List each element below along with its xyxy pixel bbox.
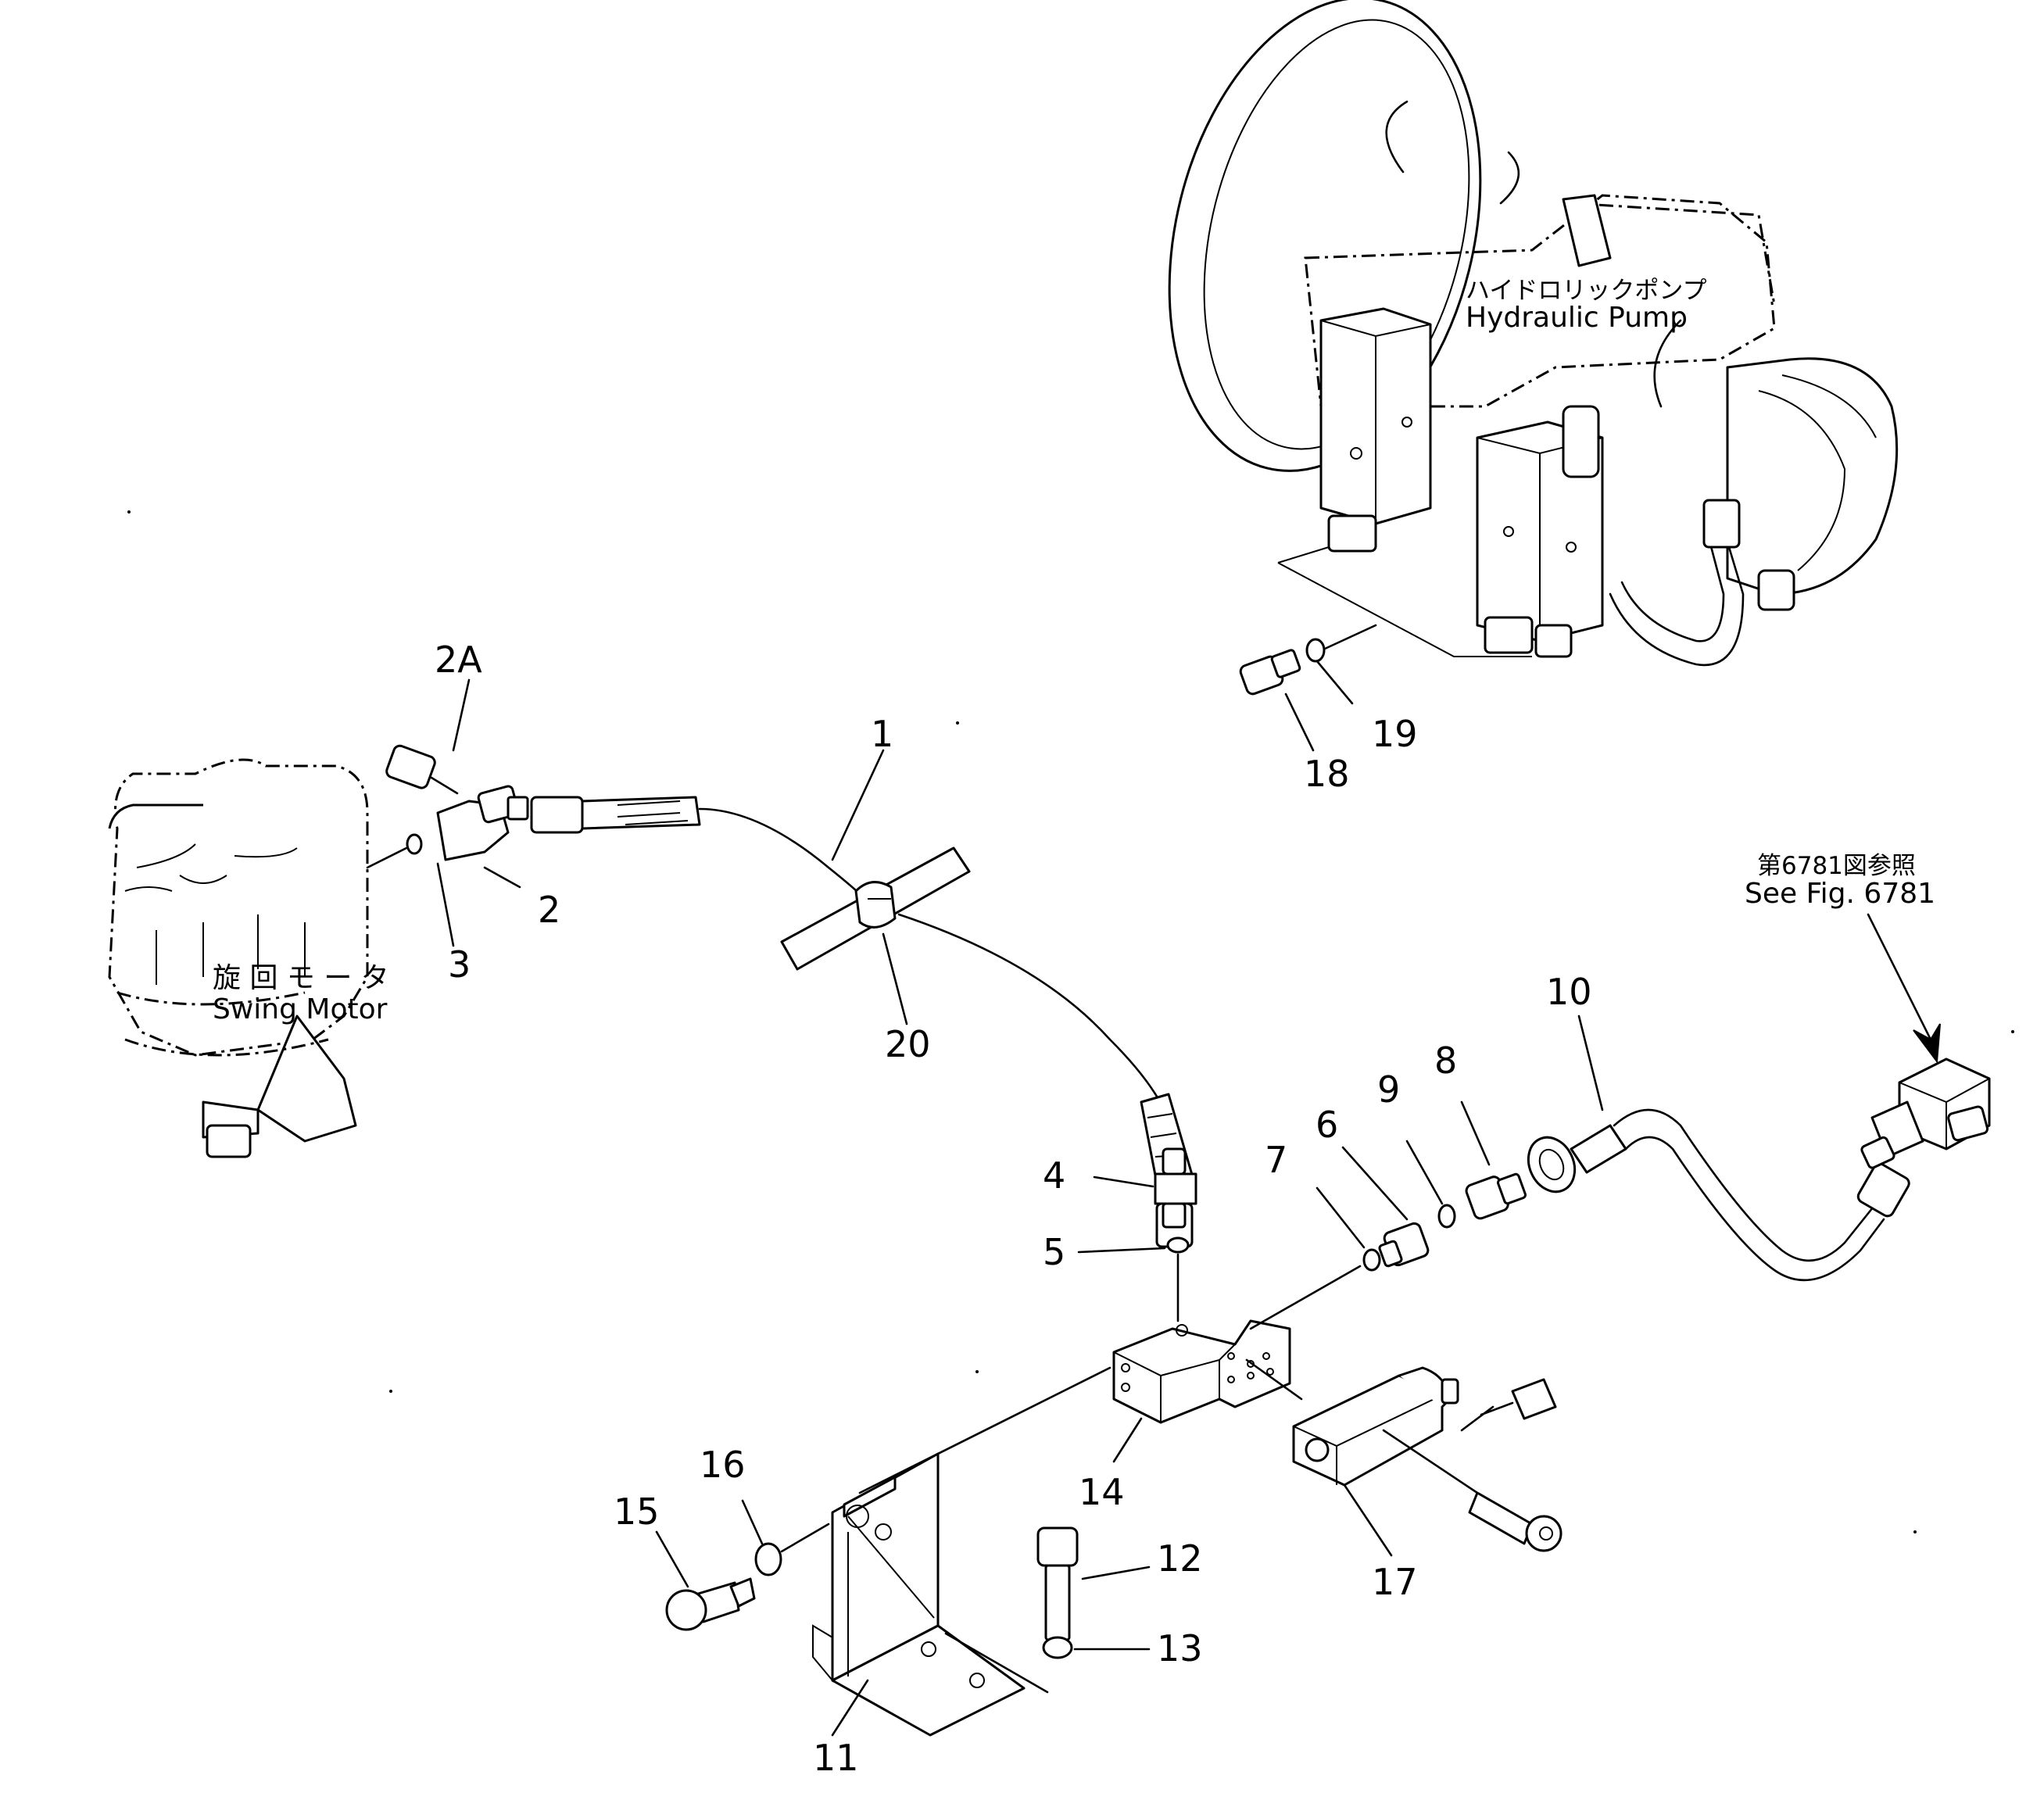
hydraulic-pump-drawing	[1168, 0, 1899, 667]
callout-19: 19	[1372, 713, 1418, 755]
callout-4: 4	[1043, 1154, 1065, 1197]
reference-label-en: See Fig. 6781	[1745, 878, 1935, 910]
swing-motor-drawing	[108, 758, 369, 1158]
hose-10-drawing	[1527, 1108, 1910, 1282]
callout-1: 1	[871, 713, 893, 755]
nipple-2a-drawing	[385, 744, 459, 795]
callout-9: 9	[1377, 1068, 1400, 1111]
o-ring-9	[1437, 1204, 1456, 1229]
callout-13: 13	[1157, 1627, 1203, 1669]
callout-18: 18	[1304, 753, 1350, 795]
callout-7: 7	[1265, 1139, 1287, 1181]
reference-label-jp: 第6781図参照	[1757, 852, 1916, 880]
callout-8: 8	[1434, 1040, 1457, 1082]
washer-13	[1042, 1636, 1073, 1659]
hydraulic-pump-label-jp: ハイドロリックポンプ	[1466, 277, 1706, 305]
callout-12: 12	[1157, 1537, 1203, 1580]
o-ring-3	[406, 833, 423, 855]
callout-10: 10	[1546, 971, 1592, 1013]
valve-block-14-drawing	[1112, 1319, 1291, 1424]
callout-20: 20	[885, 1023, 931, 1065]
hose-1-drawing	[530, 796, 1197, 1248]
solenoid-valve-17-drawing	[1292, 1366, 1563, 1552]
o-ring-5	[1166, 1236, 1190, 1254]
adapter-8-drawing	[1465, 1172, 1527, 1220]
callout-5: 5	[1043, 1231, 1065, 1273]
callout-6: 6	[1316, 1104, 1338, 1146]
bracket-11-drawing	[812, 1452, 1026, 1737]
plug-18-drawing	[1239, 649, 1301, 696]
o-ring-19	[1305, 638, 1326, 663]
callout-14: 14	[1079, 1471, 1125, 1513]
referenced-valve-drawing	[1860, 1057, 1991, 1169]
callout-2: 2	[538, 889, 560, 931]
callout-17: 17	[1372, 1561, 1418, 1603]
callout-16: 16	[700, 1444, 746, 1486]
washer-16	[754, 1542, 782, 1576]
bolt-15-drawing	[665, 1577, 756, 1631]
callout-2a: 2A	[435, 639, 482, 681]
union-4-drawing	[1154, 1147, 1197, 1229]
swing-motor-label-en: Swing Motor	[213, 993, 388, 1025]
callout-11: 11	[813, 1737, 859, 1779]
callout-15: 15	[614, 1490, 660, 1533]
bolt-12-drawing	[1036, 1526, 1079, 1641]
hydraulic-pump-label-en: Hydraulic Pump	[1466, 302, 1688, 334]
callout-3: 3	[448, 943, 471, 986]
swing-motor-label-jp: 旋 回 モ ー タ	[213, 962, 389, 994]
connector-6-drawing	[1378, 1222, 1430, 1268]
o-ring-7	[1362, 1248, 1381, 1272]
elbow-2-drawing	[436, 785, 529, 861]
reference-arrow-icon	[1913, 1023, 1941, 1064]
